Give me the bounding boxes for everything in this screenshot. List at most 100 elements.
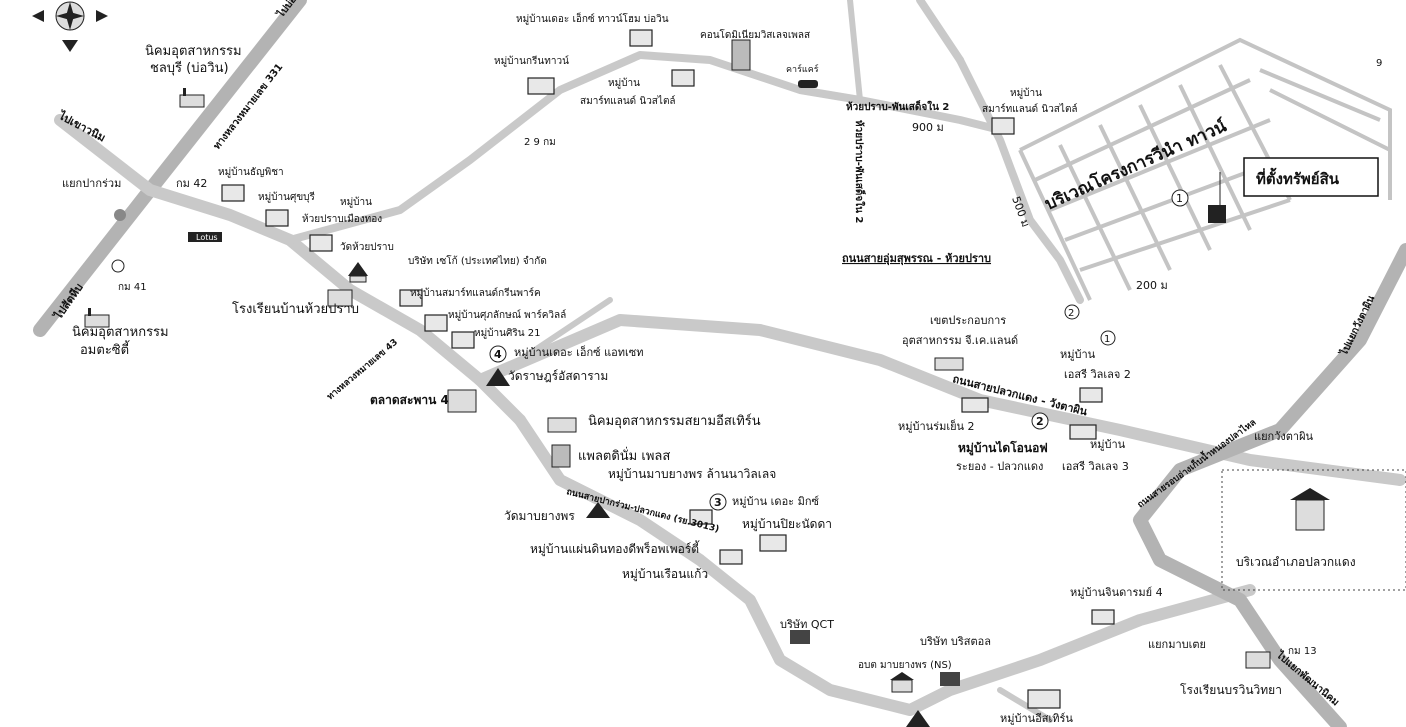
road-bottom-branch	[997, 687, 1053, 723]
factory-icon	[84, 308, 110, 328]
road-main-west	[54, 114, 526, 426]
road-reservoir	[1133, 243, 1406, 727]
temple-icon	[906, 710, 930, 727]
house-icon	[671, 69, 695, 87]
label-mb-daionoff: หมู่บ้านไดโอนอฟ	[958, 440, 1048, 456]
building-icon	[551, 444, 571, 468]
house-icon	[1091, 609, 1115, 625]
numbered-markers: 1 4 3 2 2 1 9	[489, 58, 1382, 511]
label-km42: กม 42	[176, 177, 207, 190]
label-ind-chonburi-1: นิคมอุตสาหกรรม	[145, 44, 242, 59]
school-icon	[1245, 651, 1271, 669]
label-zone-gk-2: อุตสาหกรรม จี.เค.แลนด์	[902, 334, 1018, 347]
road-north-branch	[847, 0, 863, 103]
label-wat-mapyangphon: วัดมาบยางพร	[504, 509, 575, 523]
label-km13: กม 13	[1288, 646, 1317, 657]
marker-1-label: 1	[1176, 192, 1183, 205]
district-area-box	[1221, 469, 1406, 591]
label-mb-theexcent: หมู่บ้านเดอะ เอ็กซ์ ทาวน์โฮม บ่อวิน	[516, 11, 669, 25]
label-company-qct: บริษัท QCT	[780, 618, 834, 631]
house-icon	[719, 549, 743, 565]
label-property: ที่ตั้งทรัพย์สิน	[1256, 167, 1340, 188]
label-zone-gk-1: เขตประกอบการ	[930, 314, 1006, 327]
label-mb-smart-1: หมู่บ้าน	[608, 77, 640, 89]
label-wat-huaiprab: วัดห้วยปราบ	[340, 241, 394, 253]
house-icon	[221, 184, 245, 202]
label-yaek-wangtaphin: แยกวังตาผิน	[1254, 430, 1314, 443]
arrow-right-icon[interactable]	[96, 10, 108, 22]
house-icon	[1079, 387, 1103, 403]
label-rayong-pluak: ระยอง - ปลวกแดง	[956, 460, 1043, 473]
building-icon	[890, 672, 914, 693]
road-network	[33, 0, 1406, 727]
label-mb-ruankaew: หมู่บ้านเรือนแก้ว	[622, 567, 708, 582]
house-icon	[629, 29, 653, 47]
road-short-branch	[517, 297, 613, 363]
label-d900: 900 ม	[912, 121, 944, 134]
map-labels: นิคมอุตสาหกรรม ชลบุรี (บ่อวิน) ทางหลวงหม…	[50, 0, 1377, 725]
label-ind-amata-1: นิคมอุตสาหกรรม	[72, 325, 169, 340]
house-icon	[961, 397, 989, 413]
road-north-loop	[286, 51, 1004, 244]
label-mb-sirin21: หมู่บ้านศิริน 21	[474, 327, 540, 339]
label-ind-chonburi-2: ชลบุรี (บ่อวิน)	[150, 60, 229, 76]
label-d200: 200 ม	[1136, 279, 1168, 292]
house-icon	[265, 209, 289, 227]
house-icon	[759, 534, 787, 552]
label-mb-smart-r2: สมาร์ทแลนด์ นิวสไตล์	[982, 103, 1078, 115]
label-mb-theexcent3: หมู่บ้าน เดอะ มิกซ์	[732, 495, 820, 508]
property-marker-icon	[1208, 172, 1226, 223]
label-school-huaiprab: โรงเรียนบ้านห้วยปราบ	[232, 301, 359, 317]
car-icon	[798, 80, 818, 88]
label-mb-esri2-2: เอสรี วิลเลจ 2	[1064, 368, 1131, 381]
gas-station-icon	[114, 209, 126, 221]
label-km41: กม 41	[118, 282, 147, 293]
label-road29: 2 9 กม	[524, 137, 556, 148]
label-mb-huaiprab-1: หมู่บ้าน	[340, 196, 372, 208]
marker-2-label: 2	[1036, 415, 1044, 428]
factory-icon	[940, 672, 960, 686]
marker-1	[1171, 189, 1189, 207]
marker-9-label: 9	[1376, 58, 1382, 69]
label-mb-sukburi: หมู่บ้านศุขบุรี	[258, 191, 316, 203]
label-yaek-mapyang: แยกมาบเตย	[1148, 638, 1206, 651]
label-mb-esri2-1: หมู่บ้าน	[1060, 348, 1096, 361]
marker-3	[709, 493, 727, 511]
roundabout-icon	[111, 259, 125, 273]
label-mb-maptaphut: หมู่บ้านมาบยางพร ล้านนาวิลเลจ	[608, 467, 776, 482]
label-lotus: Lotus	[196, 233, 218, 242]
marker-1b	[1100, 330, 1116, 346]
label-mb-esri3-2: เอสรี วิลเลจ 3	[1062, 460, 1129, 473]
marker-2b-label: 2	[1068, 308, 1074, 319]
factory-icon	[934, 357, 964, 371]
marker-2b	[1064, 304, 1080, 320]
marker-3-label: 3	[714, 496, 722, 509]
market-icon	[447, 389, 477, 413]
house-icon	[527, 77, 555, 95]
building-icon	[731, 39, 751, 71]
marker-4-label: 4	[494, 348, 502, 361]
government-building-icon	[1290, 488, 1330, 531]
property-label-box	[1243, 157, 1379, 197]
label-huaiprab-pantadeng: ห้วยปราบ-พันเสด็จใน 2	[846, 99, 949, 113]
label-ind-eastern: นิคมอุตสาหกรรมสยามอีสเทิร์น	[588, 413, 761, 429]
temple-icon	[348, 262, 368, 283]
house-icon	[451, 331, 475, 349]
label-mb-smart-2: สมาร์ทแลนด์ นิวสไตล์	[580, 95, 676, 107]
house-icon	[1027, 689, 1061, 709]
label-talad-sapan: ตลาดสะพาน 4	[370, 393, 449, 407]
map-nav-control[interactable]	[32, 1, 108, 52]
road-pluak	[514, 414, 1256, 716]
house-icon	[309, 234, 333, 252]
arrow-down-icon[interactable]	[62, 40, 78, 52]
arrow-left-icon[interactable]	[32, 10, 44, 22]
house-icons	[221, 29, 1115, 709]
temple-icon	[486, 368, 510, 386]
label-mb-esri3-1: หมู่บ้าน	[1090, 438, 1126, 451]
house-icon	[424, 314, 448, 332]
temple-icon	[586, 502, 610, 518]
label-company-seiko: บริษัท เซโก้ (ประเทศไทย) จำกัด	[408, 254, 547, 267]
house-icon	[689, 509, 713, 525]
label-road-um-huaiprab: ถนนสายอุ่มสุพรรณ - ห้วยปราบ	[842, 252, 991, 266]
label-mb-theexcent2: หมู่บ้านเดอะ เอ็กซ์ แอทเซท	[514, 345, 644, 359]
